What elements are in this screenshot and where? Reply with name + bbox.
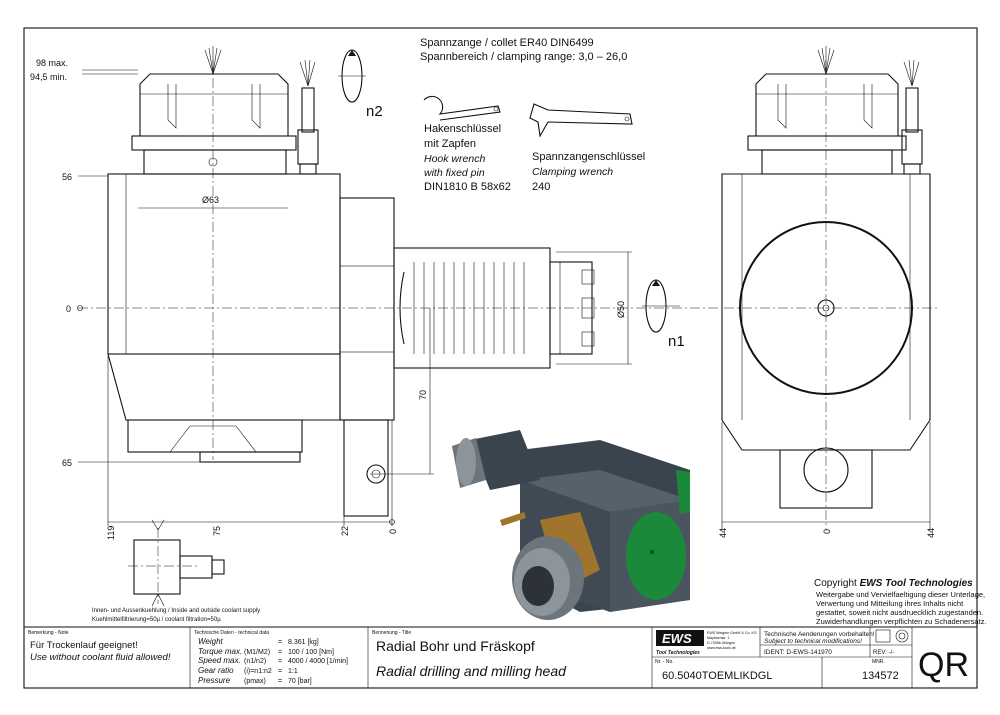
hook-wrench-drawing — [423, 95, 501, 121]
side-view — [721, 46, 940, 530]
tech-row-unit: (M1/M2) — [244, 649, 270, 656]
rotation-n2-label: n2 — [366, 103, 383, 120]
tech-row-unit: (i)=n1:n2 — [244, 668, 272, 675]
drawing-title-de: Radial Bohr und Fräskopf — [376, 638, 535, 654]
remark-label: Bemerkung - Note — [28, 630, 69, 636]
drawing-frame — [23, 27, 978, 689]
copyright-line-3: gestattet, soweit nicht ausdruecklich zu… — [816, 608, 983, 617]
company-line-2: Maybachstr. 1 — [707, 636, 729, 640]
dim-x-119: 119 — [106, 526, 116, 540]
tech-row-name: Torque max. — [198, 647, 242, 656]
dim-height-max: 98 max. — [36, 58, 68, 68]
tech-row-value: 4000 / 4000 [1/min] — [288, 658, 348, 665]
dim-diameter-50: Ø50 — [616, 301, 626, 318]
tech-row-value: 100 / 100 [Nm] — [288, 649, 334, 656]
rev-value: REV: -/- — [873, 650, 894, 656]
clamping-wrench-size: 240 — [532, 181, 550, 193]
copyright-line-2: Verwertung und Mitteilung ihres Inhalts … — [816, 599, 964, 608]
number-label: Nr. - No. — [655, 659, 674, 665]
tech-row-eq: = — [278, 658, 282, 665]
dim-side-44-left: 44 — [718, 528, 728, 538]
ews-logo: EWS Tool Technologies — [656, 630, 704, 656]
svg-text:Tool Technologies: Tool Technologies — [656, 650, 700, 656]
rotation-n1-symbol — [642, 279, 680, 333]
clamping-wrench-drawing — [529, 103, 633, 138]
dim-x-0: 0 — [388, 529, 398, 534]
notice-de: Technische Aenderungen vorbehalten! — [764, 631, 875, 638]
company-line-1: EWS Weigele GmbH & Co. KG — [707, 631, 757, 635]
tech-row-value: 70 [bar] — [288, 678, 312, 685]
title-block — [24, 626, 977, 688]
collet-line-1: Spannzange / collet ER40 DIN6499 — [420, 37, 594, 49]
tech-row-value: 8.361 [kg] — [288, 639, 319, 646]
notice-en: Subject to technical modifications! — [764, 638, 862, 645]
collet-line-2: Spannbereich / clamping range: 3,0 – 26,… — [420, 51, 627, 63]
dim-x-75: 75 — [212, 526, 222, 536]
tech-row-name: Weight — [198, 637, 224, 646]
mnr-value: 134572 — [862, 670, 899, 682]
tech-row-eq: = — [278, 668, 282, 675]
tech-row-unit: (pmax) — [244, 678, 266, 685]
tech-row-unit: (n1/n2) — [244, 658, 266, 665]
dim-height-min: 94,5 min. — [30, 72, 67, 82]
qr-code-label: QR — [918, 646, 969, 684]
coolant-line-1: Innen- und Aussenkuehlung / Inside and o… — [92, 608, 260, 614]
title-label: Bennenung - Title — [372, 630, 411, 636]
dim-diameter-63: Ø63 — [202, 195, 219, 205]
company-line-4: www.ews-tools.de — [707, 646, 736, 650]
coolant-line-2: Kuehlmittelfiltrierung=50µ / coolant fil… — [92, 617, 221, 623]
tech-row-eq: = — [278, 639, 282, 646]
iso-render — [452, 430, 690, 620]
dim-y-65: 65 — [62, 458, 72, 468]
remark-de: Für Trockenlauf geeignet! — [30, 640, 138, 651]
dim-side-0: 0 — [822, 529, 832, 534]
hook-wrench-en-2: with fixed pin — [424, 167, 485, 179]
dim-len-70: 70 — [418, 390, 428, 400]
tech-row-name: Speed max. — [198, 656, 241, 665]
dim-x-22: 22 — [340, 526, 350, 536]
copyright-line-1: Weitergabe und Vervielfaeltigung dieser … — [816, 590, 985, 599]
dim-y-56: 56 — [62, 172, 72, 182]
clamping-wrench-de: Spannzangenschlüssel — [532, 151, 645, 163]
rotation-n1-label: n1 — [668, 333, 685, 350]
tech-row-eq: = — [278, 678, 282, 685]
rotation-n2-symbol — [338, 49, 366, 103]
coolant-inset — [128, 519, 225, 607]
dim-side-44-right: 44 — [926, 528, 936, 538]
svg-text:EWS: EWS — [662, 631, 692, 646]
front-view — [77, 46, 720, 526]
hook-wrench-de-1: Hakenschlüssel — [424, 123, 501, 135]
remark-en: Use without coolant fluid allowed! — [30, 652, 171, 663]
dim-y-0: 0 — [66, 304, 71, 314]
company-line-3: D-73066 Uhingen — [707, 641, 735, 645]
tech-row-value: 1:1 — [288, 668, 298, 675]
drawing-title-en: Radial drilling and milling head — [376, 663, 567, 679]
hook-wrench-en-1: Hook wrench — [424, 153, 485, 165]
copyright-line-4: Zuwiderhandlungen verpflichten zu Schade… — [816, 617, 987, 626]
tech-row-name: Pressure — [198, 676, 231, 685]
ident-value: IDENT: D-EWS-141970 — [764, 649, 832, 656]
tech-row-name: Gear ratio — [198, 666, 234, 675]
clamping-wrench-en: Clamping wrench — [532, 166, 613, 178]
tech-label: Technische Daten - technical data — [194, 630, 269, 636]
mnr-label: MNR. — [872, 659, 885, 665]
hook-wrench-norm: DIN1810 B 58x62 — [424, 181, 511, 193]
part-number: 60.5040TOEMLIKDGL — [662, 670, 772, 682]
hook-wrench-de-2: mit Zapfen — [424, 138, 476, 150]
copyright-heading: Copyright EWS Tool Technologies — [814, 578, 973, 589]
tech-row-eq: = — [278, 649, 282, 656]
tech-data-table: Weight = 8.361 [kg] Torque max. (M1/M2) … — [198, 637, 348, 685]
